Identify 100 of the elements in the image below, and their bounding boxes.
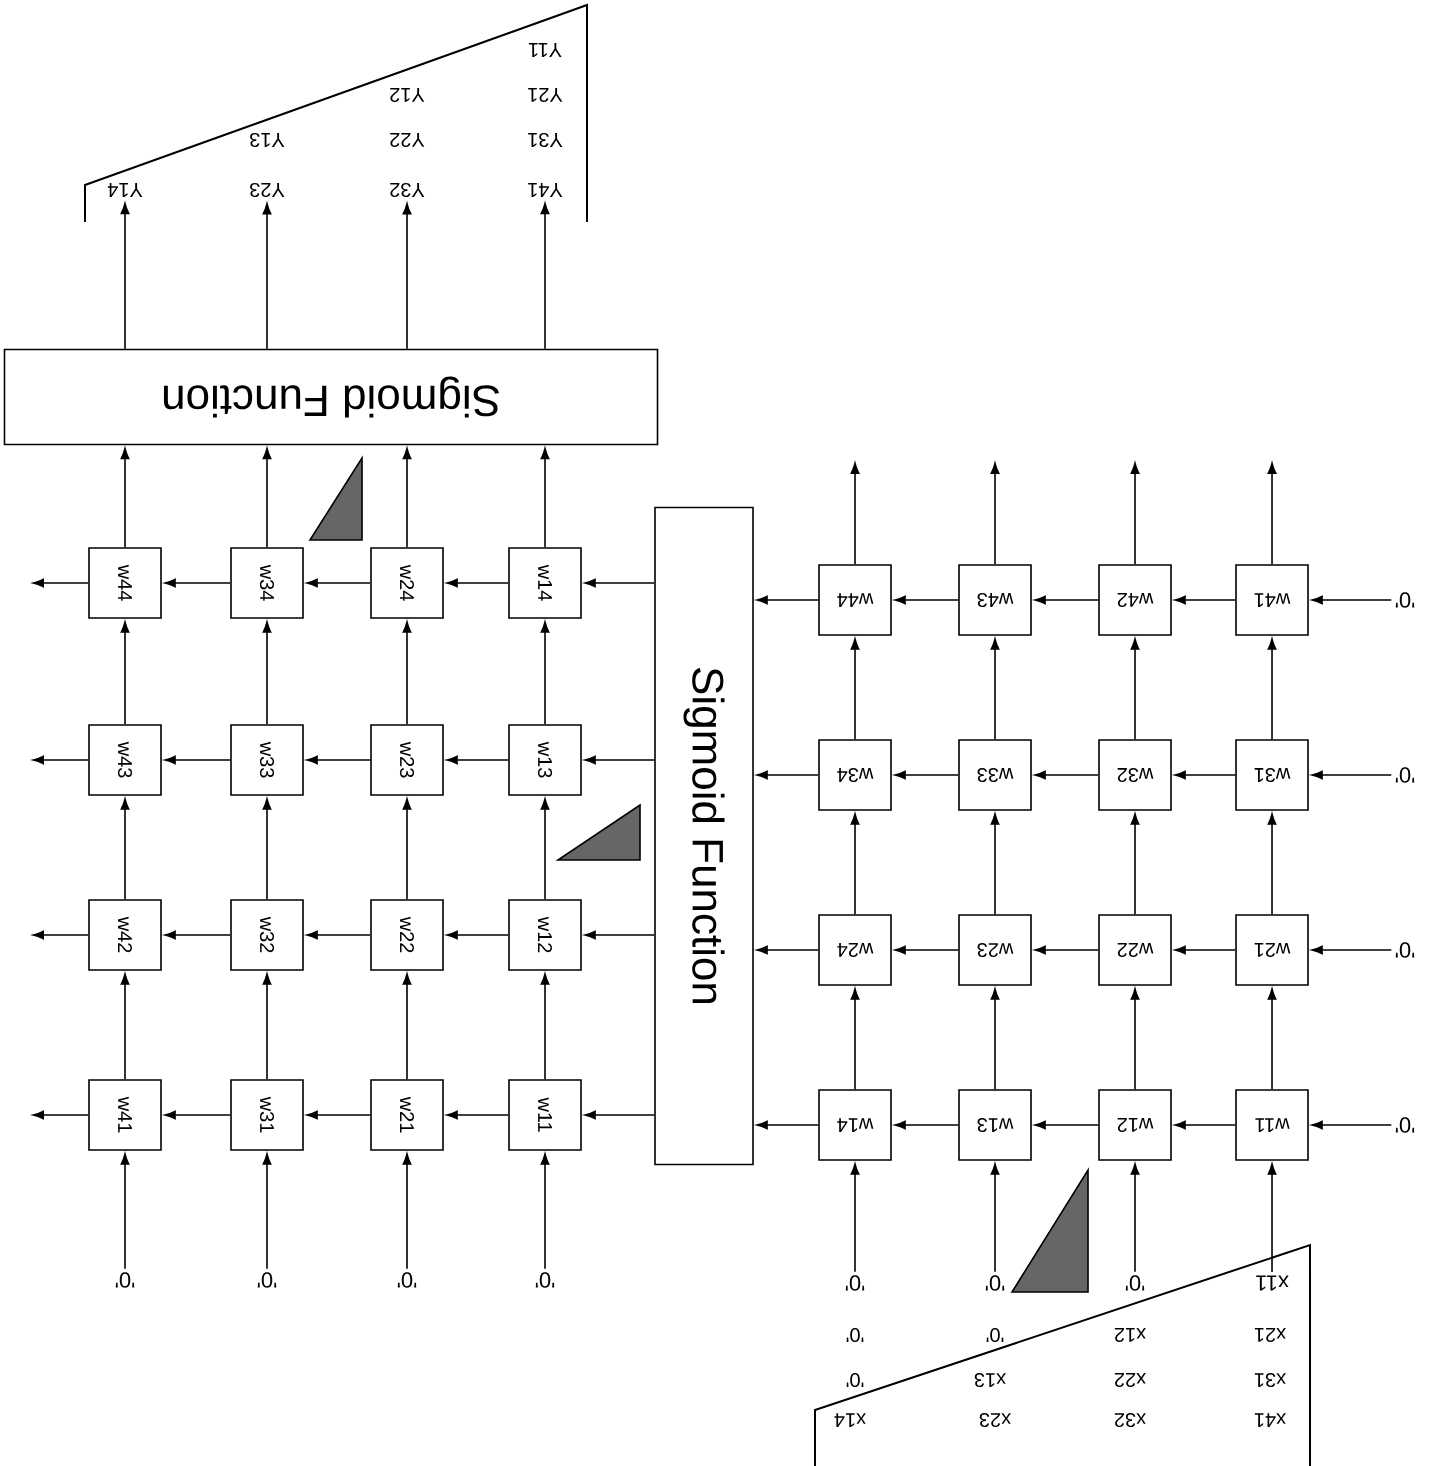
arrow — [402, 621, 412, 725]
matrix-entry: Y12 — [390, 88, 425, 102]
arrow — [756, 1120, 819, 1130]
arrow — [120, 202, 130, 350]
matrix-entry: x12 — [1114, 1328, 1146, 1342]
arrow — [164, 930, 231, 940]
arrow — [1034, 945, 1099, 955]
input-value: x11 — [1256, 1275, 1289, 1291]
matrix-entry: Y31 — [528, 132, 563, 148]
input-value: '0' — [535, 1272, 555, 1288]
arrow — [1174, 770, 1236, 780]
matrix-entry: '0' — [846, 1372, 864, 1388]
arrow — [584, 755, 655, 765]
weight-box: w21 — [370, 1079, 444, 1151]
weight-box: w43 — [88, 724, 162, 796]
arrow — [306, 578, 371, 588]
arrow — [894, 595, 959, 605]
arrow — [120, 973, 130, 1080]
arrow — [402, 447, 412, 548]
weight-box: w42 — [1098, 564, 1172, 636]
matrix-entry: Y21 — [528, 88, 563, 102]
arrow — [1130, 813, 1140, 915]
arrow — [446, 755, 509, 765]
arrow — [1130, 1163, 1140, 1273]
arrow — [306, 930, 371, 940]
arrow — [540, 973, 550, 1080]
output-value: Y14 — [107, 183, 143, 197]
matrix-entry: x32 — [1114, 1412, 1146, 1428]
arrow — [1034, 770, 1099, 780]
weight-box: w12 — [508, 899, 582, 971]
arrow — [32, 1110, 89, 1120]
arrow — [306, 755, 371, 765]
arrow — [894, 1120, 959, 1130]
arrow — [1267, 813, 1277, 915]
arrow — [164, 755, 231, 765]
input-value: '0' — [1395, 1117, 1415, 1133]
arrow — [402, 798, 412, 900]
arrow — [990, 813, 1000, 915]
arrow — [584, 578, 655, 588]
arrow — [446, 930, 509, 940]
weight-box: w24 — [370, 547, 444, 619]
arrow — [990, 462, 1000, 565]
arrow — [1130, 638, 1140, 740]
arrow — [262, 973, 272, 1080]
function-box: Sigmoid Function — [654, 506, 754, 1166]
arrow — [164, 1110, 231, 1120]
arrow — [540, 1153, 550, 1270]
arrow — [850, 813, 860, 915]
arrow — [850, 1163, 860, 1273]
weight-box: w33 — [230, 724, 304, 796]
arrow — [1130, 462, 1140, 565]
weight-box: w33 — [958, 739, 1032, 811]
weight-box: w11 — [508, 1079, 582, 1151]
arrow — [1174, 595, 1236, 605]
weight-box: w41 — [1235, 564, 1309, 636]
arrow — [262, 1153, 272, 1270]
arrow — [306, 1110, 371, 1120]
arrow — [584, 930, 655, 940]
weight-box: w11 — [1235, 1089, 1309, 1161]
weight-box: w14 — [508, 547, 582, 619]
arrow — [850, 988, 860, 1090]
arrow — [1034, 1120, 1099, 1130]
arrow — [446, 578, 509, 588]
matrix-entry: Y11 — [528, 43, 562, 57]
arrow — [894, 770, 959, 780]
matrix-entry: x13 — [974, 1372, 1006, 1388]
weight-box: w22 — [1098, 914, 1172, 986]
arrow — [262, 621, 272, 725]
arrow — [262, 798, 272, 900]
matrix-entry: '0' — [986, 1327, 1004, 1343]
matrix-entry: '0' — [846, 1327, 864, 1343]
matrix-entry: x21 — [1254, 1328, 1286, 1342]
weight-box: w31 — [1235, 739, 1309, 811]
matrix-entry: x41 — [1254, 1413, 1286, 1427]
arrow — [1311, 770, 1393, 780]
weight-box: w34 — [818, 739, 892, 811]
arrow — [1311, 945, 1393, 955]
weight-box: w32 — [1098, 739, 1172, 811]
matrix-entry: x14 — [834, 1413, 866, 1427]
arrow — [262, 447, 272, 548]
arrow — [756, 945, 819, 955]
input-value: '0' — [257, 1272, 277, 1288]
input-value: '0' — [1395, 942, 1415, 958]
input-value: '0' — [985, 1275, 1005, 1291]
weight-box: w14 — [818, 1089, 892, 1161]
arrow — [32, 578, 89, 588]
arrow — [1174, 945, 1236, 955]
input-value: '0' — [1395, 767, 1415, 783]
output-value: Y23 — [250, 182, 285, 198]
input-value: '0' — [845, 1275, 865, 1291]
weight-box: w12 — [1098, 1089, 1172, 1161]
input-value: '0' — [397, 1272, 417, 1288]
arrow — [1267, 638, 1277, 740]
arrow — [402, 1153, 412, 1270]
arrow — [1311, 1120, 1393, 1130]
arrow — [120, 798, 130, 900]
arrow — [164, 578, 231, 588]
weight-box: w41 — [88, 1079, 162, 1151]
arrow — [446, 1110, 509, 1120]
input-value: '0' — [115, 1272, 135, 1288]
